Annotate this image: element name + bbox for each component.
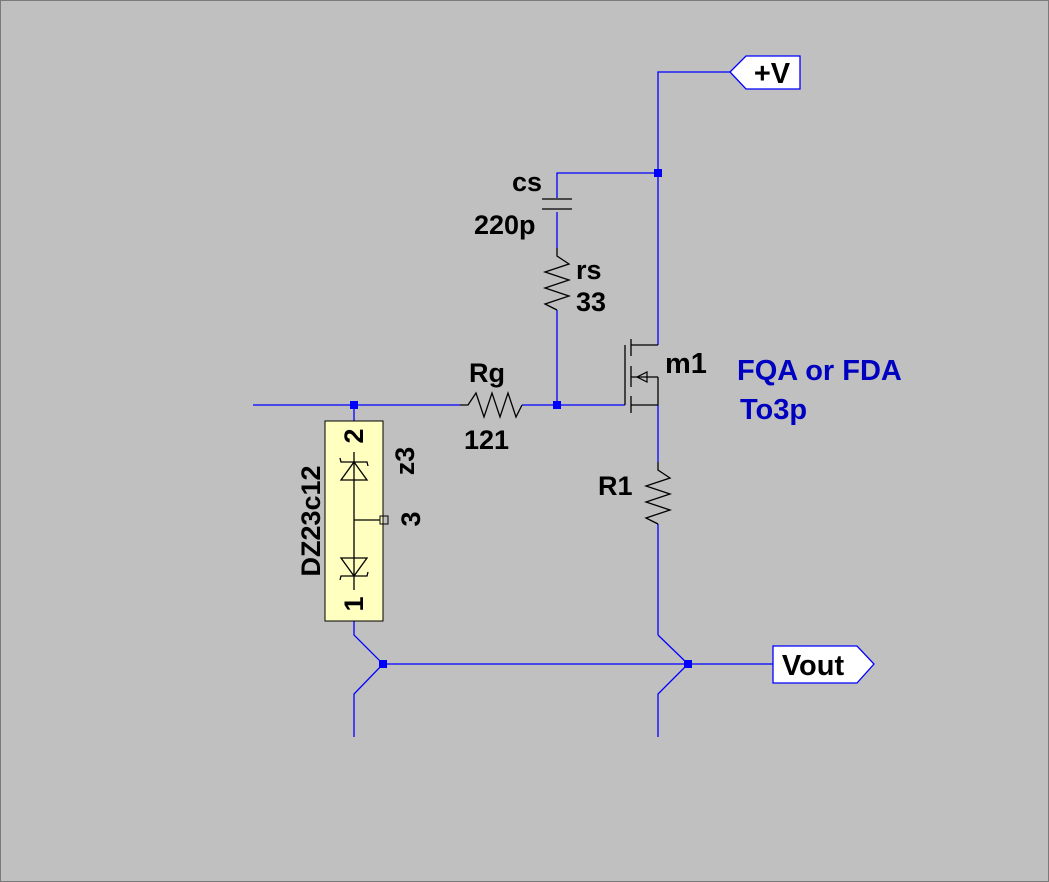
wire-zener-pin1[interactable]: [353, 621, 384, 737]
supply-net-flag[interactable]: +V: [729, 55, 801, 90]
supply-net-label: +V: [754, 58, 791, 90]
resistor-rg[interactable]: [460, 390, 523, 420]
zener-package-z3[interactable]: [324, 420, 389, 622]
wire-supply-to-drain[interactable]: [657, 71, 730, 345]
mosfet-part-note: FQA or FDA: [737, 355, 902, 387]
zener-name-label: z3: [390, 447, 420, 476]
junction-dot: [684, 660, 692, 668]
rs-name-label: rs: [576, 255, 602, 285]
zener-diode-bottom: [339, 557, 369, 578]
zener-pin3-label: 3: [396, 511, 426, 526]
resistor-rs[interactable]: [542, 248, 572, 311]
output-net-label: Vout: [782, 650, 845, 682]
junction-dot: [350, 401, 358, 409]
rs-value-label: 33: [576, 287, 606, 317]
mosfet-m1[interactable]: [624, 339, 659, 413]
zener-part-label: DZ23c12: [296, 465, 326, 576]
junction-dot: [654, 169, 662, 177]
m1-name-label: m1: [665, 348, 707, 380]
rg-value-label: 121: [464, 425, 509, 455]
resistor-r1[interactable]: [643, 462, 673, 525]
capacitor-cs[interactable]: [542, 198, 572, 210]
wire-r1-to-output[interactable]: [657, 634, 689, 737]
zener-pin1-label: 1: [339, 596, 369, 611]
junction-dot: [379, 660, 387, 668]
package-note: To3p: [740, 394, 807, 426]
zener-diode-bottom-bar: [339, 571, 369, 581]
cs-value-label: 220p: [474, 210, 536, 240]
zener-diode-top: [339, 460, 369, 481]
output-net-flag[interactable]: Vout: [772, 645, 875, 684]
zener-diode-top-bar: [339, 457, 369, 467]
zener-pin3-terminal[interactable]: [379, 515, 389, 525]
zener-pin2-label: 2: [339, 428, 369, 443]
junction-dot: [553, 401, 561, 409]
cs-name-label: cs: [512, 167, 542, 197]
r1-name-label: R1: [598, 471, 633, 501]
rg-name-label: Rg: [469, 358, 505, 388]
junctions: [350, 169, 692, 668]
wire-snubber-top[interactable]: [556, 172, 658, 198]
